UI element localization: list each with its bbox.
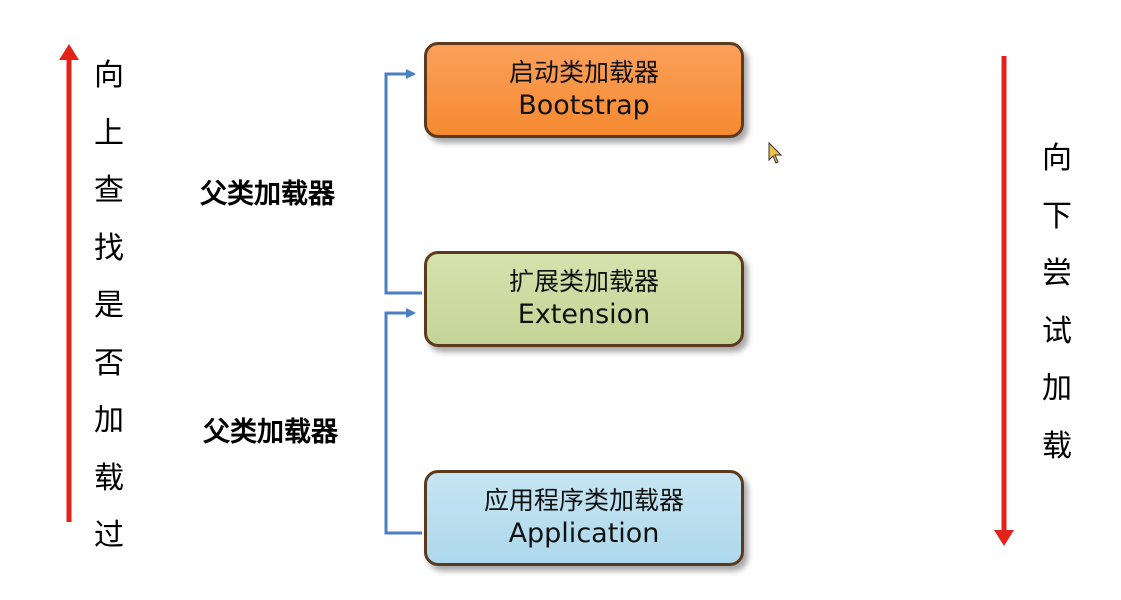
right-char: 加 — [1042, 371, 1072, 406]
right-char: 试 — [1042, 313, 1072, 349]
left-char: 查 — [94, 173, 124, 208]
right-char: 尝 — [1042, 256, 1072, 291]
parent-loader-label-upper: 父类加载器 — [200, 179, 335, 210]
application-en-label: Application — [508, 518, 660, 549]
application-loader-box: 应用程序类加载器 Application — [424, 470, 744, 566]
right-char: 向 — [1042, 141, 1072, 176]
left-char: 是 — [94, 288, 124, 323]
left-char: 加 — [94, 403, 124, 438]
right-vertical-text: 向 下 尝 试 加 载 — [1042, 130, 1072, 475]
left-char: 向 — [94, 58, 124, 93]
left-char: 找 — [94, 230, 124, 266]
connector-application-to-extension — [384, 308, 422, 535]
left-char: 否 — [94, 345, 124, 381]
bootstrap-en-label: Bootstrap — [518, 90, 650, 121]
extension-cn-label: 扩展类加载器 — [508, 267, 659, 296]
right-char: 载 — [1042, 428, 1072, 464]
connector-extension-to-bootstrap — [384, 69, 422, 295]
left-vertical-text: 向 上 查 找 是 否 加 载 过 — [94, 47, 124, 565]
application-cn-label: 应用程序类加载器 — [483, 486, 684, 515]
cursor-icon — [768, 141, 783, 164]
extension-loader-box: 扩展类加载器 Extension — [424, 251, 744, 347]
extension-en-label: Extension — [517, 299, 651, 330]
left-char: 上 — [94, 115, 124, 151]
right-char: 下 — [1042, 198, 1072, 234]
parent-loader-label-lower: 父类加载器 — [203, 417, 338, 448]
bootstrap-cn-label: 启动类加载器 — [508, 58, 659, 87]
left-char: 过 — [94, 518, 124, 553]
bootstrap-loader-box: 启动类加载器 Bootstrap — [424, 42, 744, 138]
left-char: 载 — [94, 460, 124, 496]
